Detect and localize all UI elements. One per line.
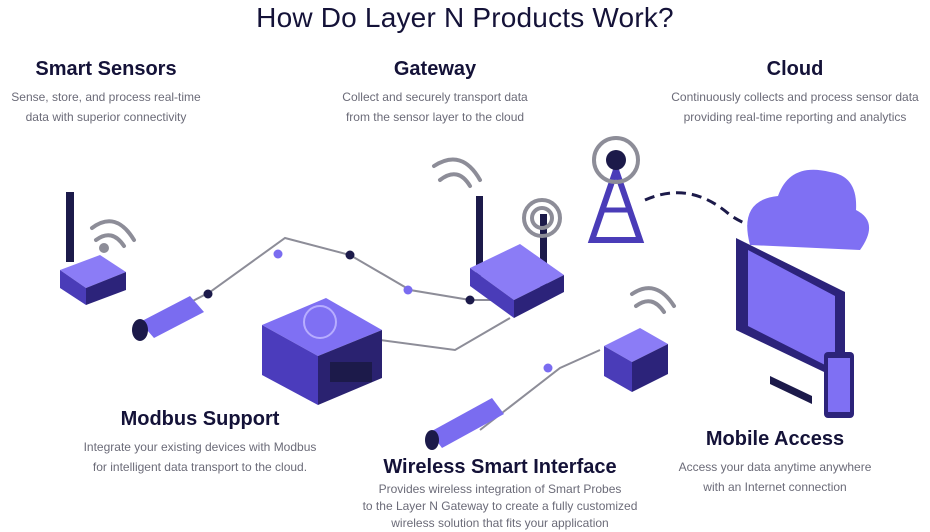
gateway-section: Gateway Collect and securely transport d… — [320, 58, 550, 127]
mobile-section: Mobile Access Access your data anytime a… — [660, 428, 890, 497]
modbus-section: Modbus Support Integrate your existing d… — [60, 408, 340, 477]
smart-sensors-heading: Smart Sensors — [35, 58, 177, 80]
cloud-text: Continuously collects and process sensor… — [671, 90, 919, 124]
gateway-text: Collect and securely transport data from… — [342, 90, 528, 124]
wireless-interface-device — [604, 328, 668, 392]
smart-sensor-device — [60, 192, 126, 305]
wireless-probe-device — [425, 398, 504, 450]
wifi-icon — [90, 219, 136, 253]
gateway-heading: Gateway — [393, 58, 477, 80]
smart-sensors-text: Sense, store, and process real-time data… — [11, 90, 201, 124]
page-title: How Do Layer N Products Work? — [256, 2, 674, 33]
modbus-device — [262, 298, 382, 405]
monitor-icon — [736, 238, 845, 404]
wireless-wifi-icon — [630, 286, 676, 314]
connection-dots — [203, 249, 553, 373]
smart-sensors-section: Smart Sensors Sense, store, and process … — [0, 58, 212, 127]
cloud-heading: Cloud — [766, 58, 824, 80]
smart-probe-device — [132, 296, 204, 341]
modbus-text: Integrate your existing devices with Mod… — [83, 440, 317, 474]
cell-tower-icon — [587, 136, 645, 243]
mobile-heading: Mobile Access — [705, 428, 845, 450]
mobile-text: Access your data anytime anywhere with a… — [678, 460, 872, 494]
wireless-heading: Wireless Smart Interface — [383, 456, 617, 478]
phone-icon — [824, 352, 854, 418]
gateway-wifi-icon — [432, 157, 482, 188]
cloud-icon — [747, 169, 870, 250]
gateway-device — [470, 196, 564, 318]
gateway-signal-icon — [522, 198, 562, 238]
cloud-section: Cloud Continuously collects and process … — [650, 58, 930, 127]
wireless-text: Provides wireless integration of Smart P… — [362, 482, 638, 530]
modbus-heading: Modbus Support — [120, 408, 280, 430]
cloud-link — [644, 191, 781, 231]
wireless-section: Wireless Smart Interface Provides wirele… — [340, 456, 660, 532]
